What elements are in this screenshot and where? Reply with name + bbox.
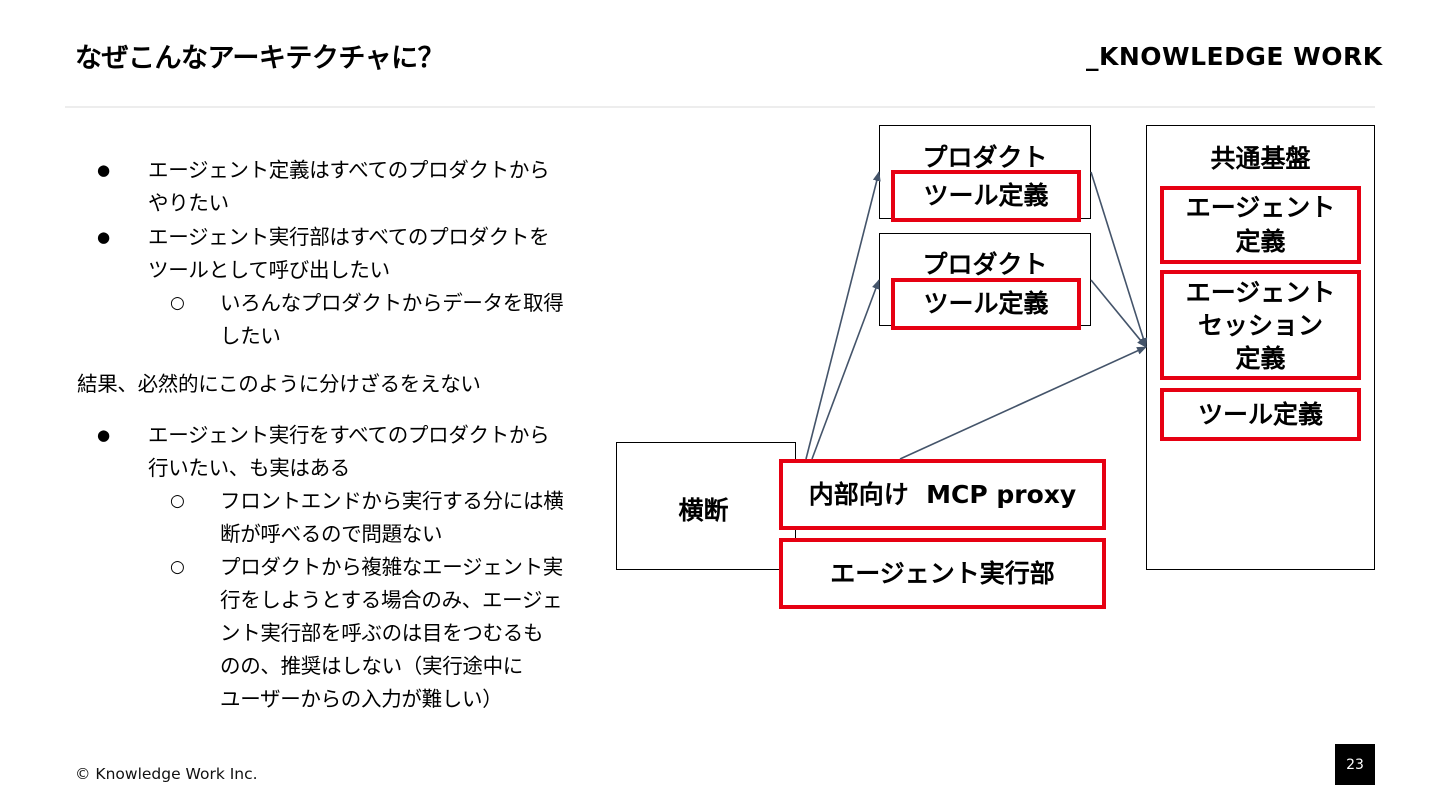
sub-bullet-2-line-2: 断が呼べるので問題ない (220, 522, 443, 546)
header-divider (65, 106, 1375, 108)
cross-cutting-box (616, 442, 796, 570)
shared-platform-title: 共通基盤 (1210, 144, 1311, 173)
brand-logo: _KNOWLEDGE WORK (1086, 42, 1383, 71)
sub-bullet-3-line-5: ユーザーからの入力が難しい） (220, 687, 503, 711)
product-1-title: プロダクト (922, 143, 1048, 172)
slide-title: なぜこんなアーキテクチャに？ (75, 43, 445, 74)
internal-mcp-proxy: 内部向け MCP proxy (779, 459, 1106, 530)
sub-bullet-circle: ○ (170, 491, 185, 511)
sub-bullet-circle: ○ (170, 557, 185, 577)
sub-bullet-1-line-2: したい (220, 324, 281, 348)
shared-tool-definition: ツール定義 (1160, 388, 1361, 441)
bullet-2-line-2: ツールとして呼び出したい (148, 258, 390, 282)
sub-bullet-3-line-2: 行をしようとする場合のみ、エージェ (220, 588, 563, 612)
sub-bullet-3-line-1: プロダクトから複雑なエージェント実 (220, 555, 563, 579)
bullet-3-line-1: エージェント実行をすべてのプロダクトから (148, 423, 550, 447)
product-1-tool-def: ツール定義 (891, 170, 1081, 222)
bullet-3-line-2: 行いたい、も実はある (148, 456, 350, 480)
agent-executor: エージェント実行部 (779, 538, 1106, 609)
bullet-dot: ● (97, 228, 111, 246)
bullet-dot: ● (97, 426, 111, 444)
sub-bullet-2-line-1: フロントエンドから実行する分には横 (220, 489, 564, 513)
bullet-dot: ● (97, 161, 111, 179)
bullet-2-line-1: エージェント実行部はすべてのプロダクトを (148, 225, 550, 249)
result-paragraph: 結果、必然的にこのように分けざるをえない (77, 372, 481, 396)
product-2-title: プロダクト (922, 250, 1048, 279)
sub-bullet-3-line-3: ント実行部を呼ぶのは目をつむるも (220, 621, 544, 645)
arrow-proxy-to-shared (899, 346, 1147, 460)
sub-bullet-3-line-4: のの、推奨はしない（実行途中に (220, 654, 523, 678)
arrow-proxy-to-product-2 (811, 279, 880, 460)
cross-cutting-title: 横断 (678, 496, 729, 525)
sub-bullet-1-line-1: いろんなプロダクトからデータを取得 (220, 291, 564, 315)
page-number: 23 (1335, 744, 1375, 785)
agent-definition: エージェント 定義 (1160, 186, 1361, 264)
arrow-product-1-to-shared (1090, 171, 1148, 348)
agent-session-definition: エージェント セッション 定義 (1160, 270, 1361, 380)
product-2-tool-def: ツール定義 (891, 278, 1081, 330)
arrow-proxy-to-product-1 (805, 171, 881, 460)
copyright: © Knowledge Work Inc. (75, 765, 258, 783)
sub-bullet-circle: ○ (170, 293, 185, 313)
bullet-1-line-1: エージェント定義はすべてのプロダクトから (148, 158, 550, 182)
bullet-1-line-2: やりたい (148, 191, 229, 215)
text-column: ● エージェント定義はすべてのプロダクトから やりたい ● エージェント実行部は… (0, 0, 600, 740)
arrow-product-2-to-shared (1090, 279, 1147, 348)
